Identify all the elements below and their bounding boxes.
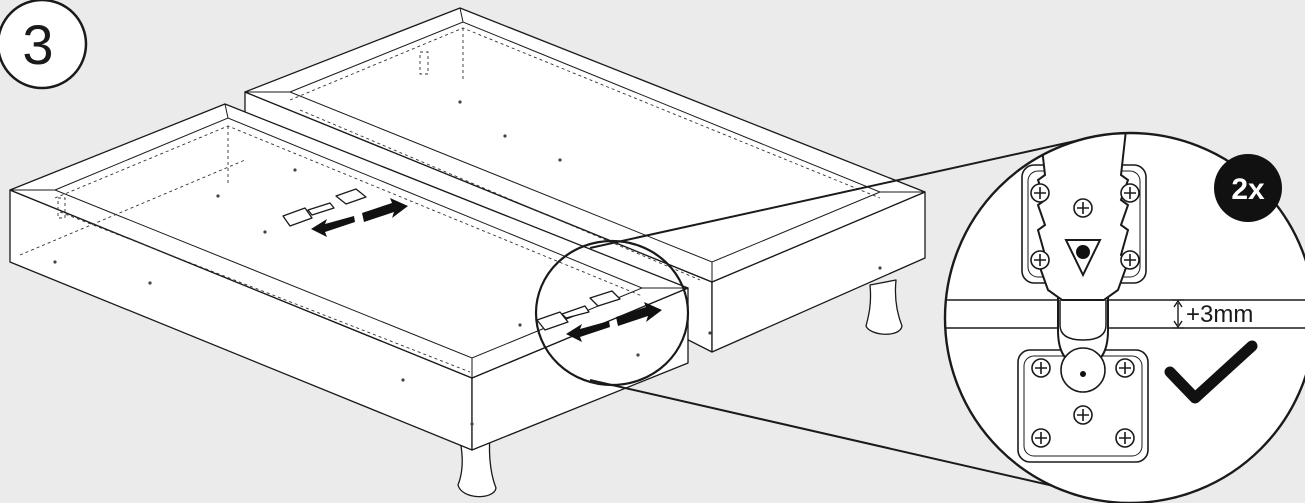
front-bed-base (9, 103, 689, 498)
step-number: 3 (22, 13, 53, 76)
double-arrow-icon (362, 198, 408, 222)
callout-line-top (589, 139, 1081, 249)
gap-label: +3mm (1186, 301, 1253, 328)
callout-line-bottom (589, 379, 1081, 493)
checkmark-icon (1164, 340, 1258, 404)
screw-icon (1073, 198, 1093, 218)
gap-dimension-icon (1172, 299, 1184, 329)
quantity-badge: 2x (1214, 154, 1282, 222)
quantity-badge-text: 2x (1231, 173, 1265, 206)
connector-pair-lower (536, 290, 662, 342)
step-circle-icon: 3 (0, 0, 88, 90)
connector-pair-upper (282, 188, 408, 237)
detail-magnified-view: +3mm (943, 131, 1305, 503)
